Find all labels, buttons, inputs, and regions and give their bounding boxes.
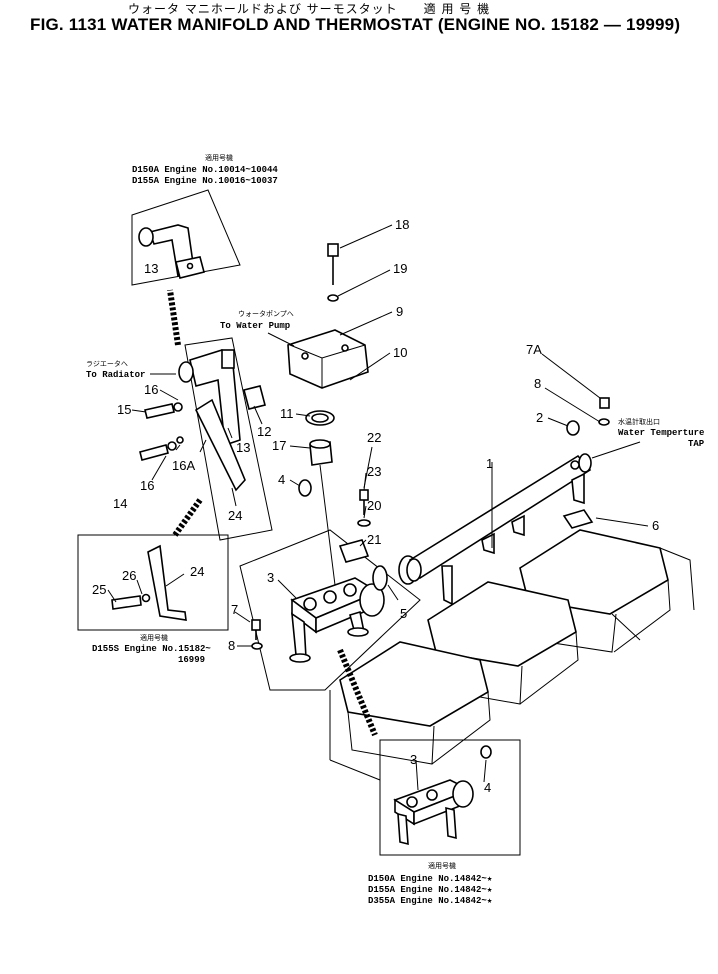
callout-14: 14 [113,496,127,511]
callout-25: 25 [92,582,106,597]
callout-16: 16 [144,382,158,397]
washer-19 [327,294,339,302]
inset-bottom-line-1: D150A Engine No.14842~★ [368,874,493,884]
plug-4 [298,479,312,497]
thermostat-11 [305,410,335,426]
callout-26: 26 [122,568,136,583]
callout-13-inset: 13 [144,261,158,276]
elbow-pipe-13 [178,349,241,447]
note-radiator: To Radiator [86,370,145,380]
inset-left-line-2: 16999 [178,655,205,665]
callout-22: 22 [367,430,381,445]
inset-top-frame [131,189,241,286]
callout-12: 12 [257,424,271,439]
callout-19: 19 [393,261,407,276]
note-water-pump-jp: ウォータポンプへ [238,309,294,318]
o-ring-5 [372,565,388,591]
callouts: 18 19 9 10 11 17 4 7A 8 2 1 6 22 23 20 2… [92,217,659,795]
callout-7A: 7A [526,342,542,357]
note-temp-2: TAP [688,439,705,449]
inset-left: 適用号機 D155S Engine No.15182~ 16999 [77,534,229,665]
callout-1: 1 [486,456,493,471]
figure-title: FIG. 1131 WATER MANIFOLD AND THERMOSTAT … [30,15,681,34]
manifold-front-3 [239,529,421,691]
elbow-pipe-13-inset [138,224,205,279]
callout-21: 21 [367,532,381,547]
washer-8 [251,642,263,650]
inset-top: 適用号機 D150A Engine No.10014~10044 D155A E… [131,153,278,286]
inset-bottom: 適用号機 D150A Engine No.14842~★ D155A Engin… [368,739,521,906]
seal-17 [309,439,333,466]
callout-11: 11 [280,406,294,421]
note-temp-jp: 水温計取出口 [618,417,660,426]
callout-3-inset: 3 [410,752,417,767]
inset-left-line-1: D155S Engine No.15182~ [92,644,211,654]
note-water-pump: To Water Pump [220,321,290,331]
callout-2: 2 [536,410,543,425]
note-temp-1: Water Temperture [618,428,704,438]
inset-bottom-line-2: D155A Engine No.14842~★ [368,885,493,895]
dashed-leader-top [167,289,181,346]
callout-8-lower: 8 [228,638,235,653]
inset-top-caption: 適用号機 [205,153,233,162]
callout-6: 6 [652,518,659,533]
bracket-24 [194,398,246,492]
inset-top-line-2: D155A Engine No.10016~10037 [132,176,278,186]
callout-9: 9 [396,304,403,319]
engine-cylinder-heads [329,529,695,781]
inset-top-line-1: D150A Engine No.10014~10044 [132,165,278,175]
callout-8: 8 [534,376,541,391]
callout-4-inset: 4 [484,780,491,795]
plug-2 [566,420,580,436]
bolt-7 [251,619,261,640]
japanese-title: ウォータ マニホールドおよび サーモスタット 適 用 号 機 [128,2,491,16]
callout-5: 5 [400,606,407,621]
washer-20 [357,519,371,527]
thermostat-case-9 [287,329,369,389]
gasket-6 [562,509,594,529]
inset-left-caption: 適用号機 [140,633,168,642]
dashed-leader-bottom [337,648,378,737]
callout-3: 3 [267,570,274,585]
callout-13: 13 [236,440,250,455]
gasket-12 [243,385,266,410]
bolt-15 [144,402,183,419]
callout-4: 4 [278,472,285,487]
callout-16A: 16A [172,458,195,473]
bracket-assembly [139,337,273,541]
callout-18: 18 [395,217,409,232]
plug-7A [598,397,610,426]
note-radiator-jp: ラジエータへ [86,359,128,368]
callout-24-inset: 24 [190,564,204,579]
callout-17: 17 [272,438,286,453]
bolt-18 [327,243,339,285]
callout-24: 24 [228,508,242,523]
callout-20: 20 [367,498,381,513]
callout-10: 10 [393,345,407,360]
bolt-14 [139,436,184,461]
inset-bottom-line-3: D355A Engine No.14842~★ [368,896,493,906]
callout-16-lower: 16 [140,478,154,493]
gasket-21 [338,539,370,563]
callout-23: 23 [367,464,381,479]
callout-15: 15 [117,402,131,417]
dashed-leader-left [172,498,203,537]
leader-lines [107,224,649,791]
callout-7: 7 [231,602,238,617]
inset-bottom-caption: 適用号機 [428,861,456,870]
water-manifold-1 [406,453,592,606]
